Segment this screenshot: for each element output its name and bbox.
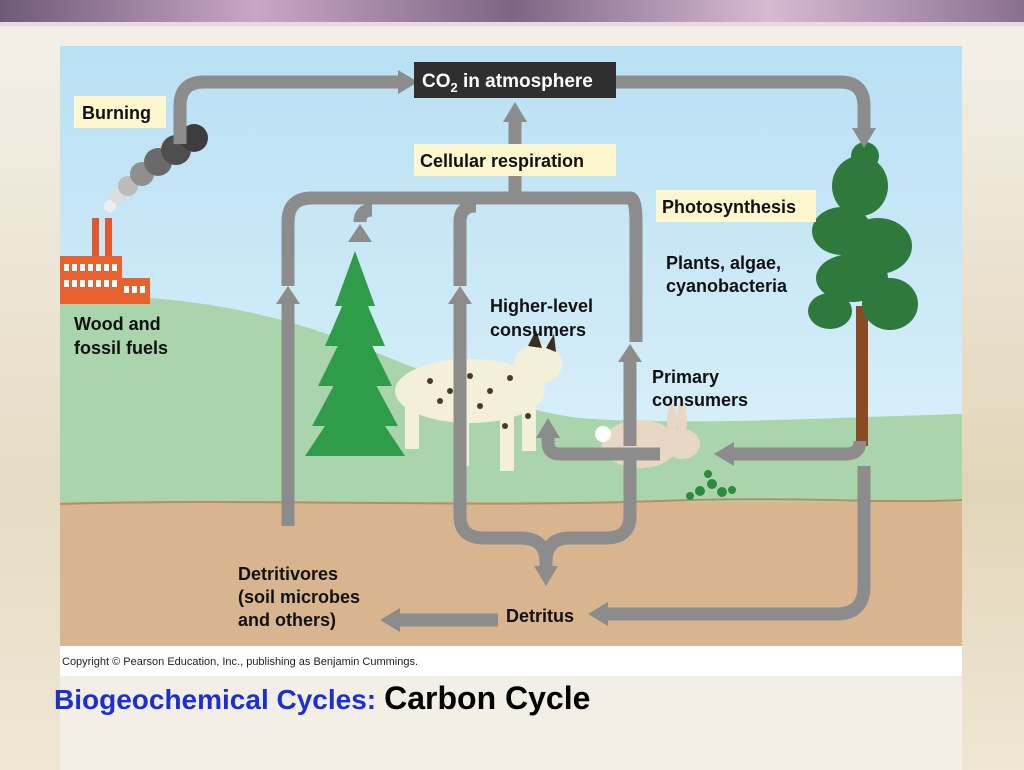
slide-title-prefix: Biogeochemical Cycles:	[54, 684, 377, 715]
higher-consumers-line1: Higher-level	[490, 296, 593, 316]
detritivores-line2: (soil microbes	[238, 587, 360, 607]
slide-background-left	[0, 80, 60, 770]
slide-top-line	[0, 22, 1024, 26]
arrow-primary-consumers-up	[618, 344, 642, 446]
pine-tree	[808, 142, 918, 446]
carbon-cycle-diagram: CO2 in atmosphere Burning Cellular respi…	[60, 46, 962, 646]
co2-atmosphere-label: CO2 in atmosphere	[414, 62, 616, 98]
primary-consumers-line1: Primary	[652, 367, 719, 387]
slide-title: Biogeochemical Cycles:Carbon Cycle	[54, 680, 590, 717]
co2-subscript: 2	[451, 80, 458, 95]
svg-text:CO2 in atmosphere: CO2 in atmosphere	[422, 71, 593, 95]
arrow-plants-to-primary	[714, 440, 867, 466]
lynx	[395, 330, 562, 471]
plants-label-line2: cyanobacteria	[666, 276, 788, 296]
arrow-burning-to-co2	[173, 70, 418, 144]
copyright-notice: Copyright © Pearson Education, Inc., pub…	[62, 656, 419, 668]
wood-fossil-line2: fossil fuels	[74, 338, 168, 358]
arrows-consumers-to-detritus	[453, 456, 637, 586]
photosynthesis-text: Photosynthesis	[662, 197, 796, 217]
detritivores-line3: and others)	[238, 610, 336, 630]
arrow-detritivores-up	[276, 286, 300, 526]
arrow-spruce-up	[348, 224, 372, 242]
arrow-co2-to-photosynthesis	[615, 75, 876, 148]
burning-text: Burning	[82, 103, 151, 123]
wood-fossil-line1: Wood and	[74, 314, 161, 334]
photosynthesis-label: Photosynthesis	[656, 190, 816, 222]
soil	[60, 502, 962, 646]
slide-title-main: Carbon Cycle	[384, 680, 591, 716]
arrow-primary-to-higher	[536, 418, 660, 461]
slide-background-right	[962, 80, 1024, 770]
burning-label: Burning	[74, 96, 166, 128]
detritivores-line1: Detritivores	[238, 564, 338, 584]
arrows-respiration-branches	[281, 176, 643, 342]
primary-consumers-line2: consumers	[652, 390, 748, 410]
arrow-higher-consumers-up	[448, 286, 472, 516]
factory	[60, 218, 150, 304]
small-plant	[686, 470, 736, 500]
arrow-detritus-to-detritivores	[380, 608, 498, 632]
higher-consumers-line2: consumers	[490, 320, 586, 340]
slide-top-band	[0, 0, 1024, 22]
arrow-plants-to-detritus	[588, 466, 871, 626]
co2-prefix: CO	[422, 71, 451, 92]
cellular-respiration-text: Cellular respiration	[420, 151, 584, 171]
spruce-tree	[305, 251, 405, 456]
cellular-respiration-label: Cellular respiration	[414, 144, 616, 176]
detritus-label: Detritus	[506, 606, 574, 626]
plants-label-line1: Plants, algae,	[666, 253, 781, 273]
arrow-respiration-to-co2	[503, 102, 527, 146]
co2-suffix: in atmosphere	[458, 71, 593, 92]
